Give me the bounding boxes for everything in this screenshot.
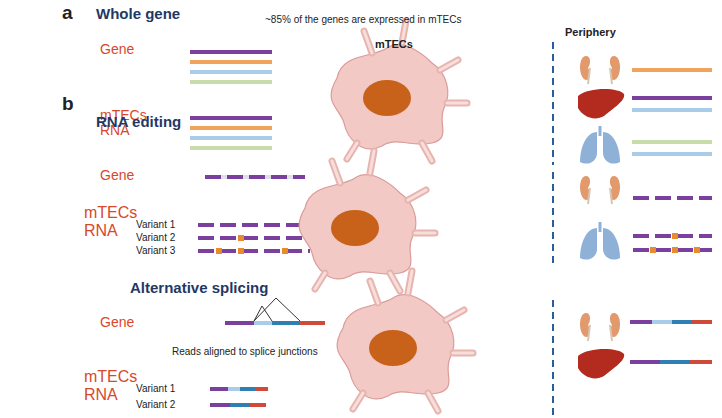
row-label: mTECs RNA — [84, 204, 139, 239]
panel-letter: b — [62, 94, 74, 115]
panel-letter: a — [62, 3, 73, 24]
cell-label: mTECs — [375, 38, 413, 50]
region-label: Periphery — [565, 26, 616, 38]
variant-label: Variant 2 — [136, 399, 175, 410]
variant-label: Variant 1 — [136, 383, 175, 394]
variant-label: Variant 2 — [136, 232, 175, 243]
note: Reads aligned to splice junctions — [172, 346, 318, 357]
section-title: Alternative splicing — [130, 280, 268, 297]
row-label: Gene — [100, 42, 134, 57]
variant-label: Variant 3 — [136, 245, 175, 256]
row-label: Gene — [100, 168, 134, 183]
row-label: Gene — [100, 315, 134, 330]
section-title: Whole gene — [96, 6, 180, 23]
section-title: RNA editing — [96, 114, 181, 131]
note: ~85% of the genes are expressed in mTECs — [265, 14, 462, 25]
variant-label: Variant 1 — [136, 219, 175, 230]
row-label: mTECs RNA — [84, 368, 139, 403]
